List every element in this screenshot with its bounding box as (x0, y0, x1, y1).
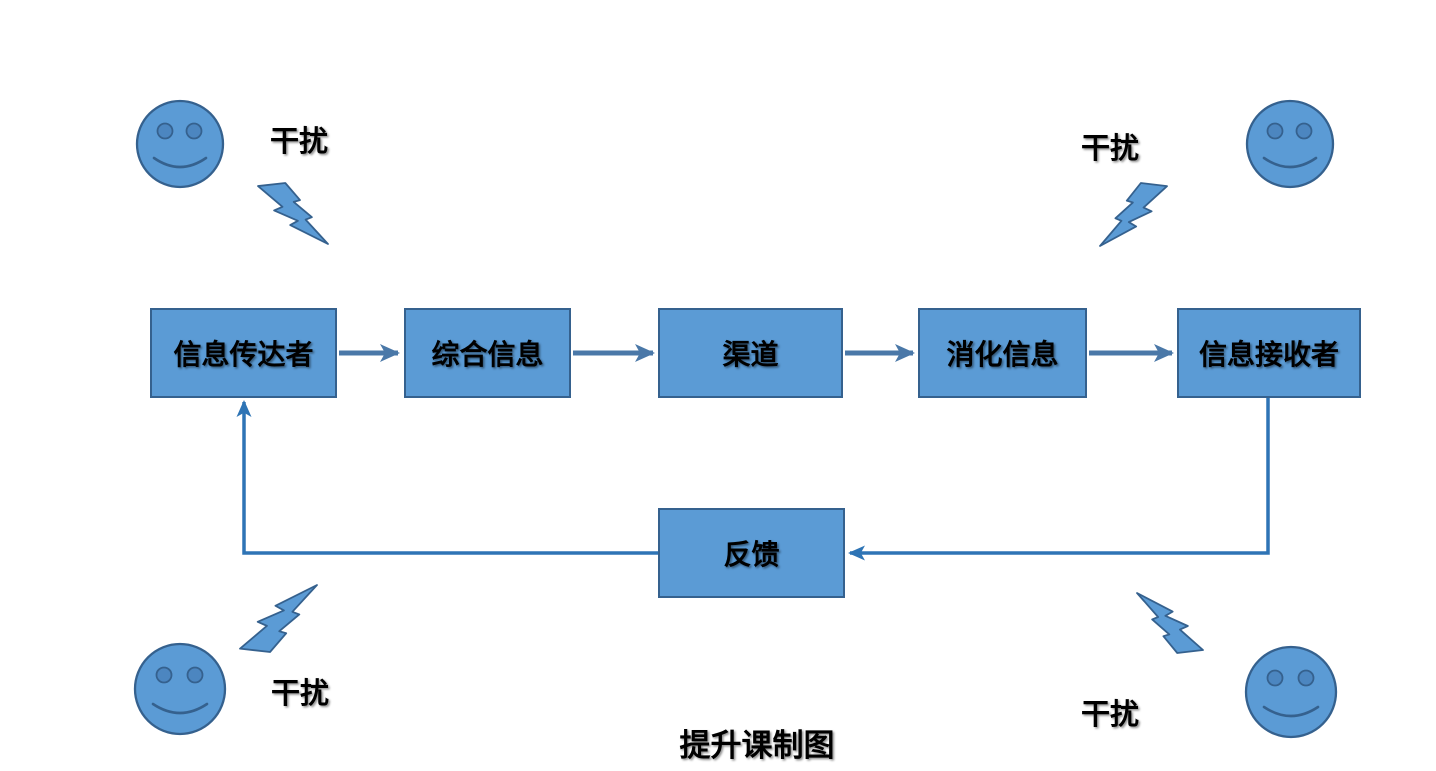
flow-box-channel: 渠道 (658, 308, 843, 398)
interference-label-bottom-right: 干扰 (1080, 699, 1139, 731)
smiley-face-icon (135, 99, 225, 189)
interference-label-top-left: 干扰 (269, 126, 328, 158)
interference-label-bottom-left: 干扰 (270, 678, 329, 710)
lightning-bolt-icon (258, 183, 328, 244)
feedback-line-receiver-to-feedback (848, 398, 1270, 561)
flow-box-digest-message: 消化信息 (918, 308, 1087, 398)
lightning-bolt-icon (240, 585, 317, 652)
smiley-face-icon (1245, 99, 1335, 189)
lightning-bolt-icon (1137, 593, 1203, 653)
feedback-line-feedback-to-sender (236, 400, 658, 555)
diagram-title: 提升课制图 (679, 728, 835, 763)
smiley-face-icon (1244, 645, 1338, 739)
flow-box-sender: 信息传达者 (150, 308, 337, 398)
flow-box-receiver: 信息接收者 (1177, 308, 1361, 398)
lightning-bolt-icon (1100, 183, 1167, 246)
flow-box-feedback: 反馈 (658, 508, 845, 598)
smiley-face-icon (133, 642, 227, 736)
interference-label-top-right: 干扰 (1080, 133, 1139, 165)
flow-box-compose-message: 综合信息 (404, 308, 571, 398)
